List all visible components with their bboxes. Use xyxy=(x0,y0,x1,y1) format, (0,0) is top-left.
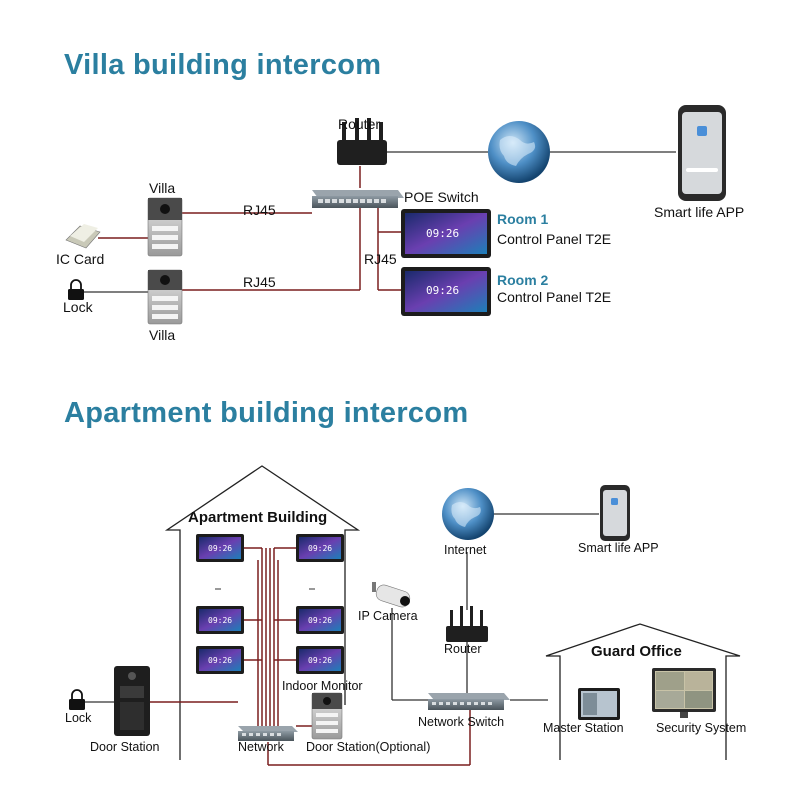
indoor-monitor-1: 09:26 xyxy=(196,534,244,562)
villa-globe-icon xyxy=(488,121,550,183)
ip-camera-label: IP Camera xyxy=(358,609,418,623)
apartment-smart-app-label: Smart life APP xyxy=(578,541,659,555)
master-station-icon xyxy=(578,688,620,720)
apartment-router-icon xyxy=(446,606,488,642)
master-station-label: Master Station xyxy=(543,721,624,735)
apartment-lock-icon xyxy=(69,689,85,710)
network-switch-label: Network Switch xyxy=(418,715,504,729)
building-wiring xyxy=(84,547,471,766)
door-station-main xyxy=(114,666,150,736)
indoor-monitor-2: 09:26 xyxy=(296,534,344,562)
apartment-title: Apartment building intercom xyxy=(64,397,468,429)
apartment-smartphone-icon xyxy=(600,485,630,541)
rj45-label-bottom: RJ45 xyxy=(243,274,276,290)
villa-bottom-label: Villa xyxy=(149,327,175,343)
villa-smart-app-label: Smart life APP xyxy=(654,204,744,220)
guard-office-outline xyxy=(545,623,741,760)
ip-camera-icon xyxy=(372,582,411,608)
apartment-building-label: Apartment Building xyxy=(188,509,327,526)
security-system-monitor-icon xyxy=(652,668,716,718)
apartment-lock-label: Lock xyxy=(65,711,92,725)
villa-wires xyxy=(84,151,676,293)
ic-card-label: IC Card xyxy=(56,251,104,267)
door-station-optional xyxy=(311,692,343,740)
door-station-label: Door Station xyxy=(90,740,160,754)
internet-label: Internet xyxy=(444,543,487,557)
indoor-monitor-5: 09:26 xyxy=(196,646,244,674)
villa-door-station-bottom xyxy=(147,269,183,325)
ic-card-reader-icon xyxy=(65,224,101,249)
indoor-monitor-label: Indoor Monitor xyxy=(282,679,363,693)
apartment-building-outline xyxy=(164,465,361,760)
poe-switch-icon xyxy=(312,190,404,208)
guard-office-label: Guard Office xyxy=(591,643,682,660)
villa-door-station-top xyxy=(147,197,183,257)
rj45-label-panels: RJ45 xyxy=(364,251,397,267)
indoor-monitor-3: 09:26 xyxy=(196,606,244,634)
control-panel-room1: 09:26 xyxy=(401,209,491,258)
apartment-router-label: Router xyxy=(444,642,482,656)
svg-text:09:26: 09:26 xyxy=(308,544,332,553)
security-system-label: Security System xyxy=(656,721,746,735)
panel1-label: Control Panel T2E xyxy=(497,231,611,247)
villa-router-label: Router xyxy=(338,116,380,132)
room1-label: Room 1 xyxy=(497,211,549,227)
villa-lock-label: Lock xyxy=(63,299,94,315)
building-network-switch-icon xyxy=(238,726,298,741)
poe-switch-label: POE Switch xyxy=(404,189,479,205)
rj45-label-top: RJ45 xyxy=(243,202,276,218)
svg-text:09:26: 09:26 xyxy=(308,616,332,625)
villa-router-icon xyxy=(337,118,387,165)
door-station-optional-label: Door Station(Optional) xyxy=(306,740,430,754)
svg-text:09:26: 09:26 xyxy=(308,656,332,665)
network-label: Network xyxy=(238,740,285,754)
network-links xyxy=(391,513,599,701)
room2-label: Room 2 xyxy=(497,272,549,288)
villa-smartphone-icon xyxy=(678,105,726,201)
svg-text:09:26: 09:26 xyxy=(208,656,232,665)
indoor-monitor-4: 09:26 xyxy=(296,606,344,634)
panel1-clock: 09:26 xyxy=(426,227,459,240)
control-panel-room2: 09:26 xyxy=(401,267,491,316)
villa-top-label: Villa xyxy=(149,180,175,196)
indoor-monitor-6: 09:26 xyxy=(296,646,344,674)
panel2-clock: 09:26 xyxy=(426,284,459,297)
villa-lock-icon xyxy=(68,279,84,300)
villa-title: Villa building intercom xyxy=(64,49,381,81)
panel2-label: Control Panel T2E xyxy=(497,289,611,305)
svg-text:09:26: 09:26 xyxy=(208,544,232,553)
svg-text:09:26: 09:26 xyxy=(208,616,232,625)
apartment-network-switch-icon xyxy=(428,693,510,710)
apartment-globe-icon xyxy=(442,488,494,540)
